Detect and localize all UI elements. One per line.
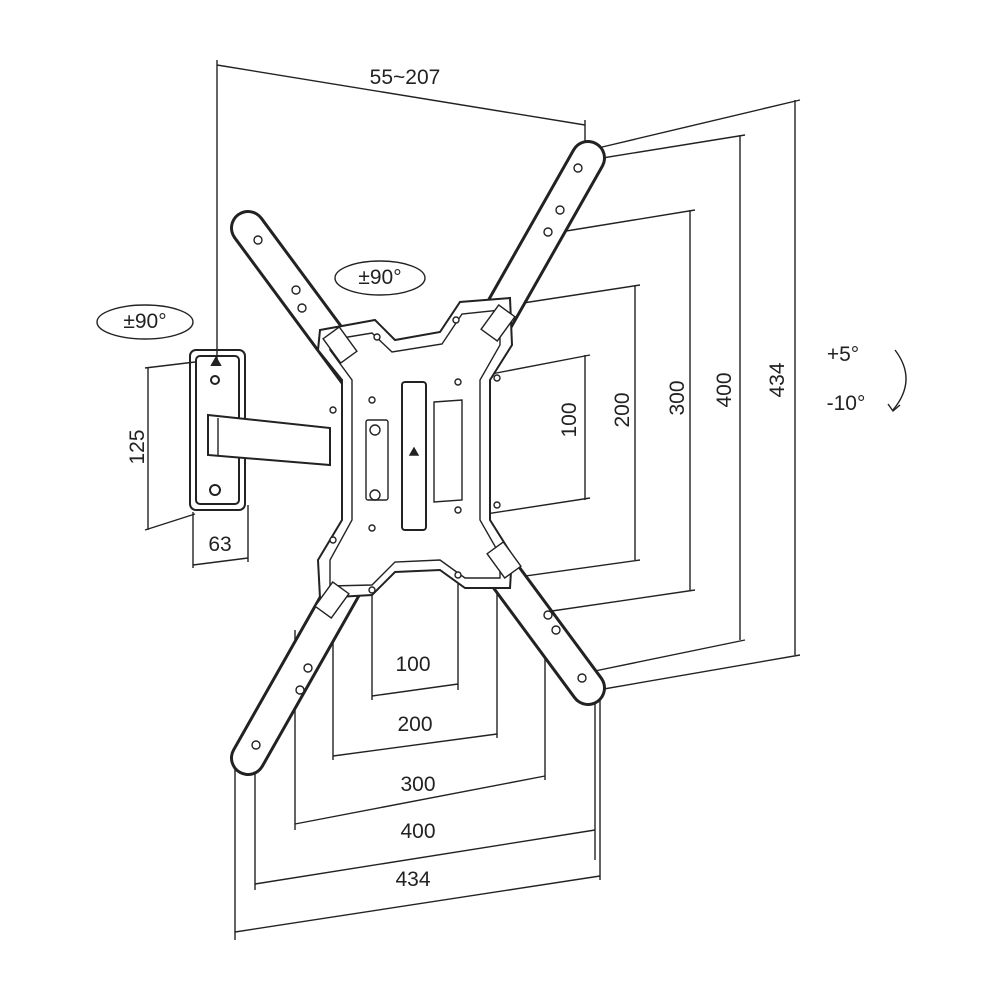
horizontal-dim-400: 400: [400, 820, 436, 843]
wall-plate-dimensions: [144, 361, 249, 568]
tilt-arrow-icon: [892, 349, 907, 411]
horizontal-dim-434: 434: [395, 868, 431, 891]
horizontal-dimensions: [234, 570, 601, 940]
swivel-wall-label: ±90°: [123, 310, 167, 333]
tilt-up-label: +5°: [826, 343, 860, 366]
vertical-dim-434: 434: [766, 362, 789, 398]
rotation-plate-label: ±90°: [358, 266, 402, 289]
depth-range-label: 55~207: [369, 66, 441, 89]
vertical-dimensions: [459, 99, 801, 691]
center-plate: [316, 296, 514, 600]
horizontal-dim-300: 300: [400, 773, 436, 796]
horizontal-dim-200: 200: [397, 713, 433, 736]
swing-arm: [207, 413, 331, 467]
vertical-dim-400: 400: [713, 372, 736, 408]
depth-dimension: [216, 60, 586, 360]
horizontal-dim-100: 100: [395, 653, 431, 676]
vertical-dim-300: 300: [666, 380, 689, 416]
wall-plate-height: 125: [126, 429, 149, 465]
vertical-dim-100: 100: [558, 402, 581, 438]
vertical-dim-200: 200: [611, 392, 634, 428]
wall-plate-width: 63: [208, 533, 232, 556]
rotation-arrow-icon: [96, 304, 194, 340]
rotation-arrow-icon: [334, 260, 426, 296]
arm-slots: [251, 163, 587, 750]
tilt-down-label: -10°: [826, 392, 866, 415]
